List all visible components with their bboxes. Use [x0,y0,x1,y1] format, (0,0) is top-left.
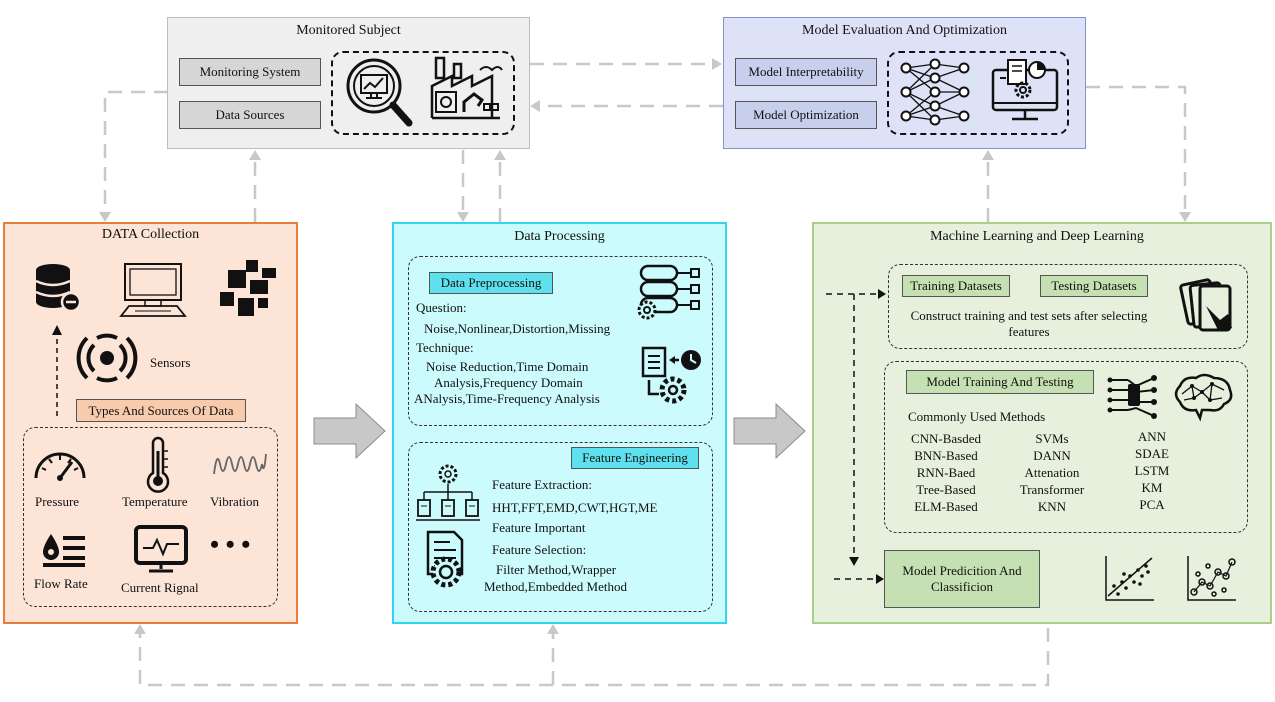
feature-selection-line-1: Filter Method,Wrapper [496,562,617,577]
dataset-cards-icon [1179,278,1232,332]
feature-selection-label: Feature Selection: [492,542,587,557]
document-settings-icon [426,530,464,588]
method-item: Tree-Based [916,482,976,497]
neural-network-icon [900,58,970,126]
flow-rate-icon [43,534,85,567]
technique-label: Technique: [416,340,474,355]
model-evaluation-title: Model Evaluation And Optimization [802,23,1007,38]
technique-line-2: Analysis,Frequency Domain [434,375,583,390]
monitored-subject-title: Monitored Subject [296,23,401,38]
computer-icon [119,263,187,317]
method-item: Transformer [1019,482,1085,497]
data-blocks-icon [220,260,276,316]
prediction-line-2: Classificion [930,579,994,594]
monitored-subject-panel: Monitored Subject Monitoring System Data… [167,17,530,149]
cluster-plot-icon [1187,556,1236,601]
sensors-label: Sensors [150,355,191,370]
datasets-group [888,264,1248,349]
model-optimization-box: Model Optimization [735,101,877,129]
method-item: SDAE [1135,446,1169,461]
technique-line-1: Noise Reduction,Time Domain [426,359,589,374]
monitoring-system-box: Monitoring System [179,58,321,86]
monitoring-magnifier-icon [346,58,413,127]
brain-icon [1174,373,1233,422]
evaluation-icons-group [887,51,1069,135]
document-gear-icon [641,346,701,404]
flow-rate-label: Flow Rate [34,576,88,591]
pressure-label: Pressure [35,494,80,509]
training-testing-group [884,361,1248,533]
feature-extraction-text: HHT,FFT,EMD,CWT,HGT,ME [492,500,658,515]
question-text: Noise,Nonlinear,Distortion,Missing [424,321,611,336]
database-gear-icon [637,264,700,320]
data-collection-panel: DATA Collection Sensors [3,222,298,624]
method-item: PCA [1139,497,1165,512]
types-and-sources-box: Types And Sources Of Data [76,399,246,422]
construct-line-1: Construct training and test sets after s… [910,308,1148,323]
data-types-group [23,427,278,607]
data-preprocessing-box: Data Preprocessing [429,272,553,294]
technique-line-3: ANalysis,Time-Frequency Analysis [414,391,600,406]
monitor-gear-icon [991,59,1059,121]
method-item: ANN [1137,429,1167,444]
preprocessing-group [408,256,713,426]
prediction-line-1: Model Predicition And [902,563,1022,578]
method-item: CNN-Basded [910,431,982,446]
database-icon [35,264,82,313]
sensor-icon [76,333,138,383]
flow-arrow-collection-processing [313,402,386,460]
method-item: RNN-Baed [916,465,976,480]
hierarchy-gear-icon [416,464,480,521]
more-items-ellipsis: • • • [210,530,251,559]
training-datasets-box: Training Datasets [902,275,1010,297]
data-processing-title: Data Processing [514,229,605,244]
method-item: SVMs [1035,431,1069,446]
data-sources-box: Data Sources [179,101,321,129]
methods-column-3: ANN SDAE LSTM KM PCA [1122,429,1182,513]
model-interpretability-box: Model Interpretability [735,58,877,86]
pressure-gauge-icon [34,452,86,481]
current-signal-label: Current Rignal [121,580,199,595]
data-processing-panel: Data Processing Data Preprocessing Quest… [392,222,727,624]
chip-network-icon [1107,375,1157,419]
question-label: Question: [416,300,467,315]
data-collection-title: DATA Collection [101,227,200,242]
temperature-label: Temperature [122,494,188,509]
method-item: KM [1141,480,1163,495]
method-item: Attenation [1024,465,1080,480]
construct-line-2: features [1008,324,1050,339]
feature-engineering-group [408,442,713,612]
testing-datasets-box: Testing Datasets [1040,275,1148,297]
ml-dl-title: Machine Learning and Deep Learning [930,229,1144,244]
vibration-wave-icon [213,453,267,475]
monitored-icons-group [331,51,515,135]
method-item: ELM-Based [914,499,978,514]
methods-column-1: CNN-Basded BNN-Based RNN-Baed Tree-Based… [896,431,996,515]
model-evaluation-panel: Model Evaluation And Optimization Model … [723,17,1086,149]
current-signal-icon [134,525,188,573]
feature-engineering-box: Feature Engineering [571,447,699,469]
scatter-regression-icon [1105,556,1154,601]
method-item: BNN-Based [914,448,978,463]
ml-dl-panel: Machine Learning and Deep Learning Train… [812,222,1272,624]
model-training-testing-box: Model Training And Testing [906,370,1094,394]
ml-internal-arrows [826,289,886,584]
method-item: DANN [1033,448,1071,463]
flow-arrow-processing-ml [733,402,806,460]
thermometer-icon [146,436,170,493]
upward-dashed-arrow [52,325,62,416]
commonly-used-methods-label: Commonly Used Methods [908,409,1046,424]
feature-extraction-label: Feature Extraction: [492,477,592,492]
method-item: KNN [1037,499,1067,514]
method-item: LSTM [1134,463,1170,478]
factory-icon [430,56,503,120]
feature-important-label: Feature Important [492,520,586,535]
vibration-label: Vibration [210,494,260,509]
methods-column-2: SVMs DANN Attenation Transformer KNN [1002,431,1102,515]
feature-selection-line-2: Method,Embedded Method [484,579,627,594]
model-prediction-box: Model Predicition And Classificion [884,550,1040,608]
